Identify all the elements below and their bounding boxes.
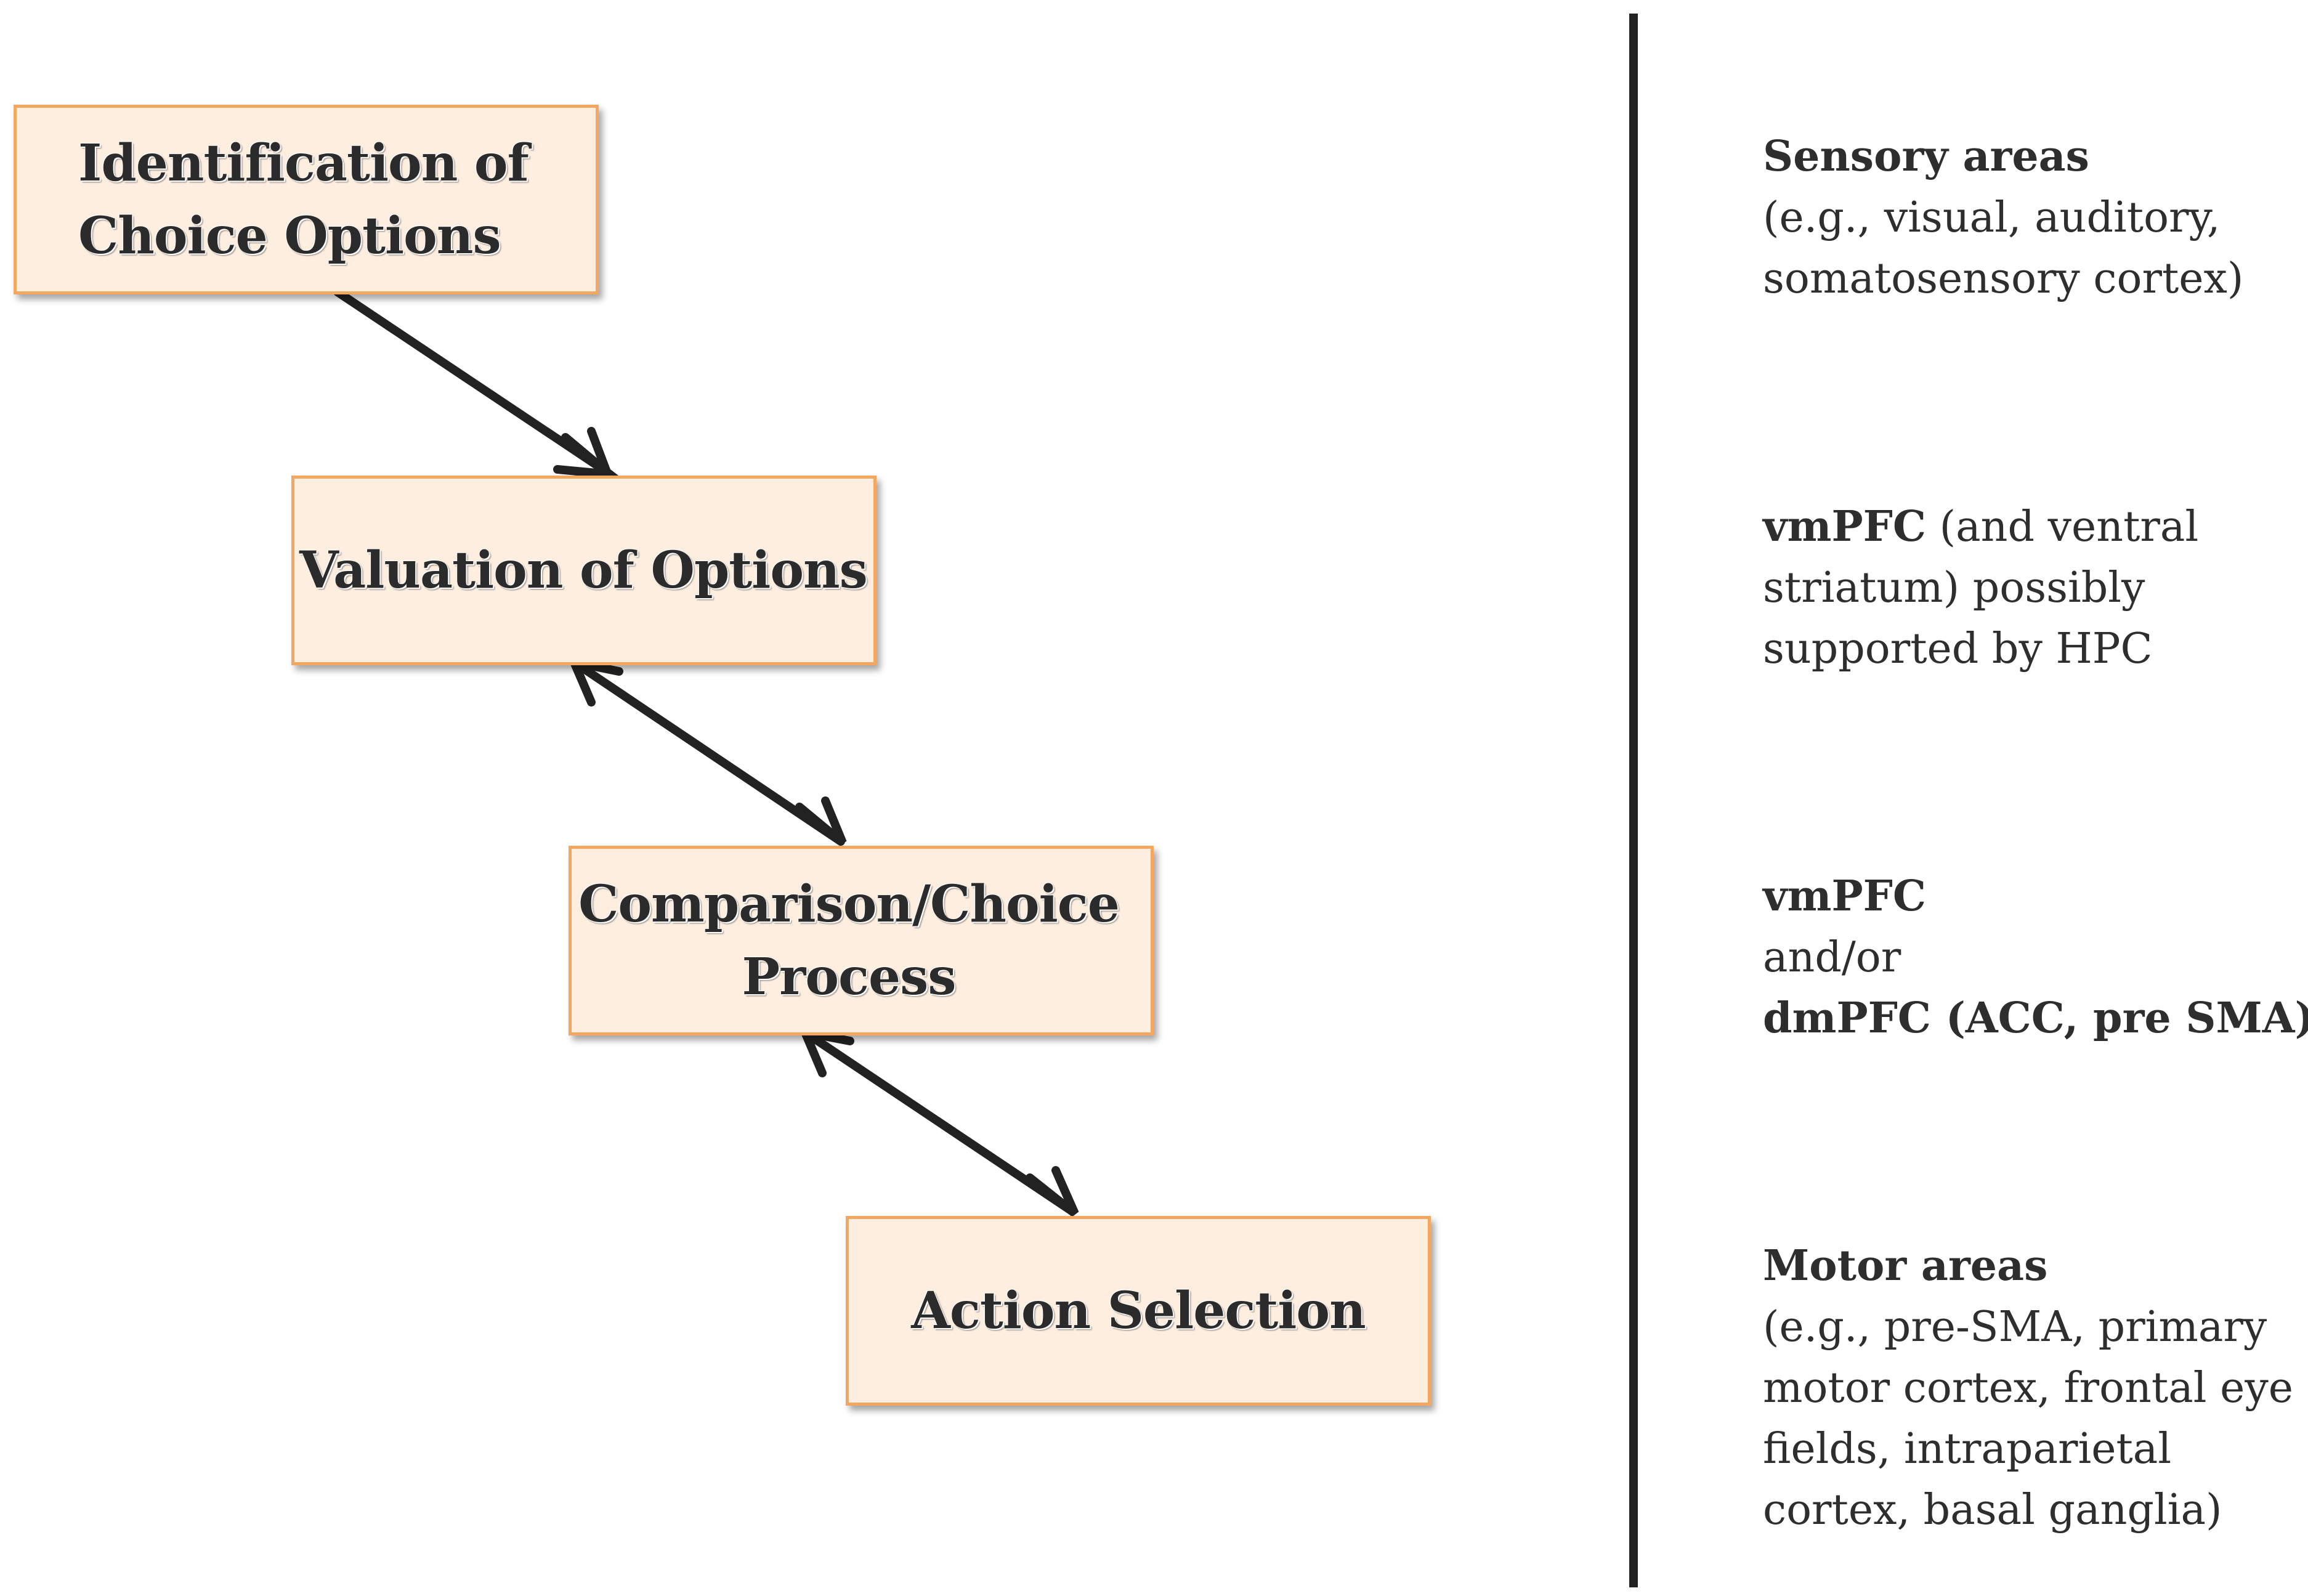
stage-label-line: Choice Options xyxy=(78,206,501,265)
region-line: cortex, basal ganglia) xyxy=(1763,1486,2222,1534)
region-line: and/or xyxy=(1763,933,1901,982)
arrow-valuation-comparison xyxy=(567,656,847,846)
region-bold-term: vmPFC xyxy=(1763,872,1926,921)
arrow-identification-to-valuation xyxy=(333,288,625,486)
arrow-comparison-action xyxy=(798,1026,1079,1217)
region-motor: Motor areas (e.g., pre-SMA, primary moto… xyxy=(1763,1236,2305,1541)
stage-identification-label: Identification of Choice Options xyxy=(17,127,596,272)
region-line: somatosensory cortex) xyxy=(1763,254,2244,303)
region-line: (e.g., pre-SMA, primary xyxy=(1763,1303,2267,1351)
region-line: striatum) possibly xyxy=(1763,564,2145,612)
stage-comparison-label: Comparison/Choice Process xyxy=(572,868,1151,1013)
stage-valuation-box: Valuation of Options xyxy=(291,476,877,665)
region-title: Sensory areas xyxy=(1763,132,2089,181)
stage-action-box: Action Selection xyxy=(846,1216,1431,1406)
vertical-divider xyxy=(1629,14,1638,1587)
region-line: vmPFC (and ventral xyxy=(1763,496,2305,557)
region-sensory: Sensory areas (e.g., visual, auditory, s… xyxy=(1763,126,2305,309)
region-bold-term: vmPFC xyxy=(1763,502,1926,551)
region-title: Motor areas xyxy=(1763,1241,2048,1290)
stage-label-line: Action Selection xyxy=(911,1281,1366,1340)
region-comparison: vmPFC and/or dmPFC (ACC, pre SMA) xyxy=(1763,866,2308,1049)
stage-label-line: Identification of xyxy=(78,134,529,193)
stage-label-line: Process xyxy=(742,947,957,1007)
region-line: fields, intraparietal xyxy=(1763,1425,2172,1473)
region-bold-term: dmPFC (ACC, pre SMA) xyxy=(1763,994,2308,1043)
region-text: (and ventral xyxy=(1926,503,2199,551)
stage-label-line: Valuation of Options xyxy=(299,541,868,600)
region-line: motor cortex, frontal eye xyxy=(1763,1364,2294,1412)
stage-label-line: Comparison/Choice xyxy=(578,875,1120,934)
stage-identification-box: Identification of Choice Options xyxy=(14,105,599,294)
region-line: supported by HPC xyxy=(1763,625,2153,673)
stage-comparison-box: Comparison/Choice Process xyxy=(569,846,1154,1035)
stage-valuation-label: Valuation of Options xyxy=(294,534,873,607)
stage-action-label: Action Selection xyxy=(849,1274,1428,1347)
region-valuation: vmPFC (and ventral striatum) possibly su… xyxy=(1763,496,2305,679)
region-line: (e.g., visual, auditory, xyxy=(1763,193,2221,242)
